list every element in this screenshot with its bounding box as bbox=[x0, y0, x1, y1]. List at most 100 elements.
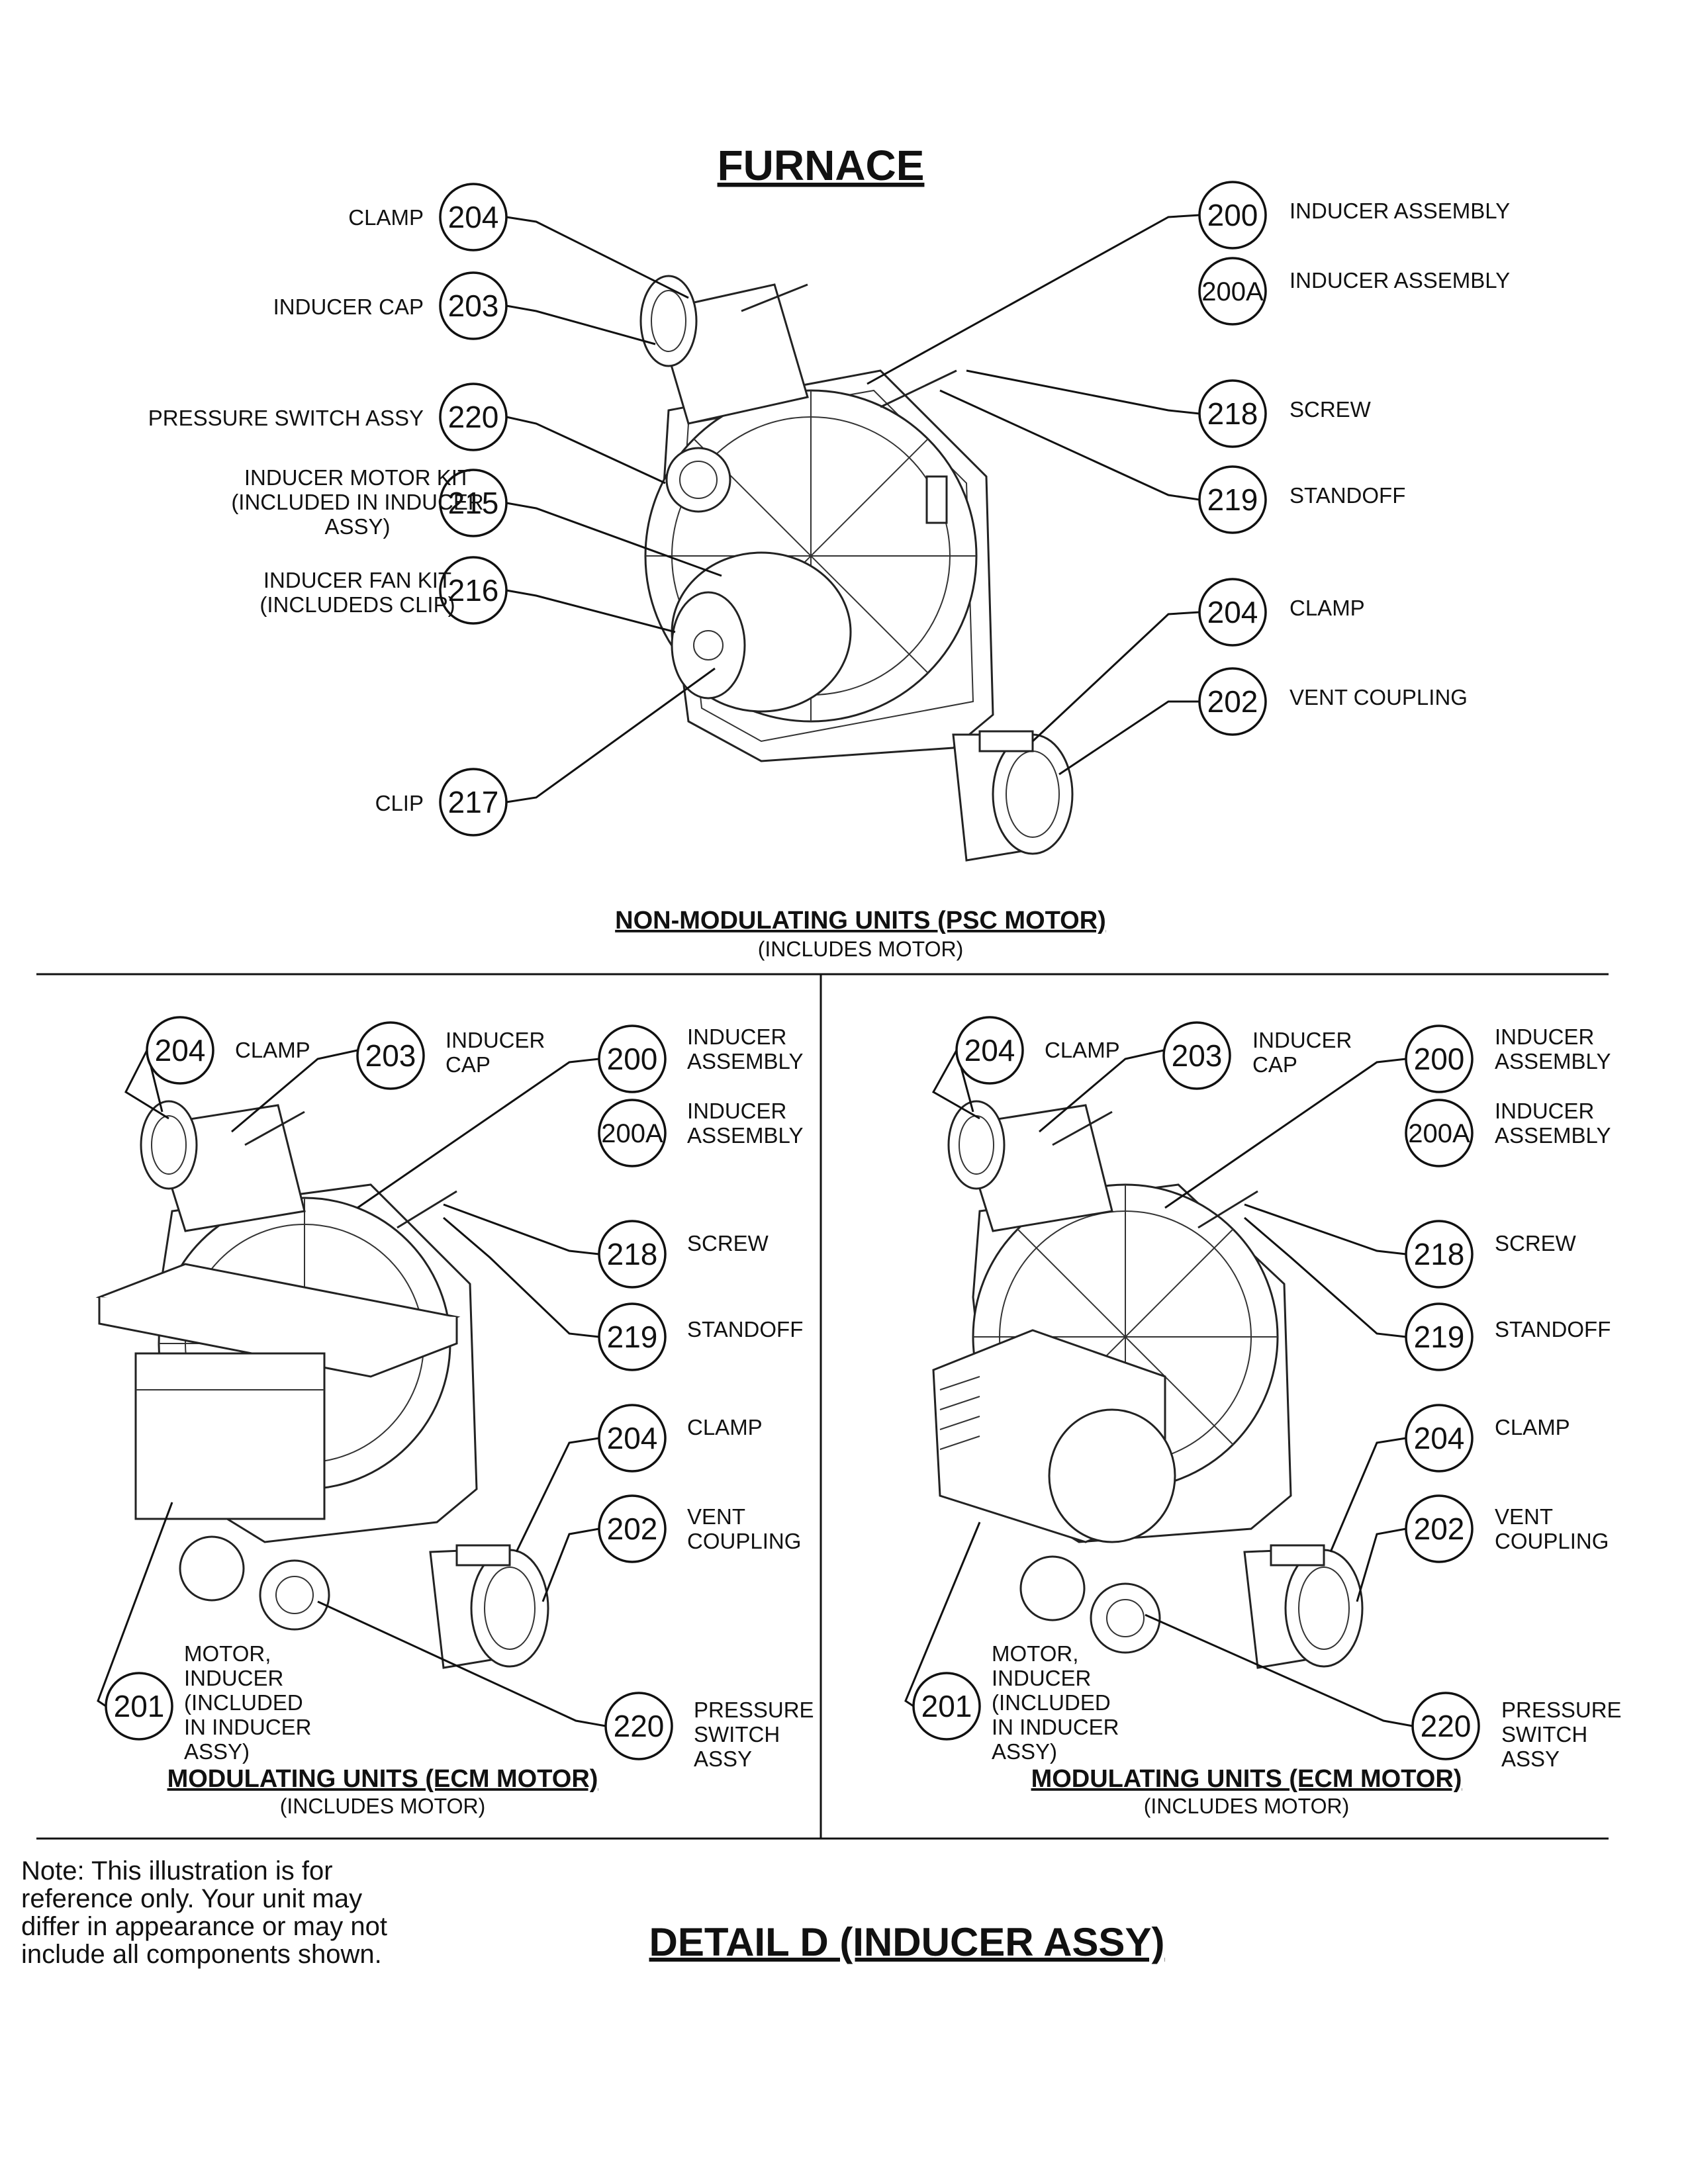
svg-text:SWITCH: SWITCH bbox=[1501, 1722, 1587, 1747]
svg-text:ASSEMBLY: ASSEMBLY bbox=[1495, 1123, 1611, 1148]
svg-text:CLAMP: CLAMP bbox=[1495, 1415, 1570, 1439]
svg-text:ASSEMBLY: ASSEMBLY bbox=[687, 1123, 803, 1148]
svg-text:203: 203 bbox=[448, 289, 499, 323]
callout-218-screw-top: 218 SCREW bbox=[1198, 379, 1372, 448]
svg-text:CLAMP: CLAMP bbox=[235, 1038, 310, 1062]
svg-text:SCREW: SCREW bbox=[1289, 397, 1372, 422]
svg-text:ASSY: ASSY bbox=[694, 1747, 752, 1771]
svg-text:ASSY): ASSY) bbox=[324, 514, 390, 539]
callout-220-pressure-switch-right: 220 PRESSURE SWITCH ASSY bbox=[1411, 1692, 1622, 1771]
callout-200-inducer-assembly-top: 200 INDUCER ASSEMBLY bbox=[1198, 181, 1510, 250]
svg-text:220: 220 bbox=[1421, 1709, 1472, 1743]
svg-text:VENT: VENT bbox=[687, 1504, 745, 1529]
svg-text:218: 218 bbox=[607, 1237, 658, 1271]
callout-217-clip-top: 217 CLIP bbox=[375, 768, 508, 837]
svg-text:200A: 200A bbox=[1408, 1119, 1470, 1148]
svg-text:204: 204 bbox=[607, 1421, 658, 1455]
callout-202-vent-coupling-right: 202 VENT COUPLING bbox=[1405, 1494, 1609, 1563]
furnace-title: FURNACE bbox=[718, 142, 925, 189]
svg-text:INDUCER: INDUCER bbox=[687, 1024, 786, 1049]
svg-text:215: 215 bbox=[448, 486, 499, 520]
callout-204-clamp-right-lower: 204 CLAMP bbox=[1405, 1404, 1570, 1473]
section-title-bottom-left: MODULATING UNITS (ECM MOTOR) bbox=[167, 1765, 598, 1793]
callouts-bottom-left: 204 CLAMP 203 INDUCER CAP 200 INDUCER AS… bbox=[105, 1016, 814, 1771]
svg-text:PRESSURE SWITCH ASSY: PRESSURE SWITCH ASSY bbox=[148, 406, 424, 430]
svg-text:(INCLUDED: (INCLUDED bbox=[992, 1690, 1111, 1715]
svg-text:200A: 200A bbox=[1201, 277, 1264, 306]
callout-203-inducer-cap-left: 203 INDUCER CAP bbox=[356, 1021, 545, 1090]
svg-text:217: 217 bbox=[448, 785, 499, 819]
section-subtitle-top: (INCLUDES MOTOR) bbox=[758, 937, 964, 961]
leader-lines bbox=[97, 214, 1413, 1727]
callout-204-clamp-top-right: 204 CLAMP bbox=[1198, 578, 1365, 647]
callout-204-clamp-left-lower: 204 CLAMP bbox=[598, 1404, 763, 1473]
callout-204-clamp-left: 204 CLAMP bbox=[146, 1016, 310, 1085]
svg-text:COUPLING: COUPLING bbox=[1495, 1529, 1609, 1553]
svg-text:SCREW: SCREW bbox=[1495, 1231, 1577, 1255]
svg-text:INDUCER: INDUCER bbox=[445, 1028, 545, 1052]
svg-text:PRESSURE: PRESSURE bbox=[1501, 1698, 1622, 1722]
svg-text:218: 218 bbox=[1207, 396, 1258, 431]
svg-text:219: 219 bbox=[1207, 482, 1258, 517]
svg-text:200A: 200A bbox=[601, 1119, 663, 1148]
svg-text:ASSEMBLY: ASSEMBLY bbox=[1495, 1049, 1611, 1073]
callout-202-vent-coupling-top: 202 VENT COUPLING bbox=[1198, 667, 1468, 736]
section-subtitle-bottom-left: (INCLUDES MOTOR) bbox=[280, 1794, 486, 1818]
svg-text:ASSEMBLY: ASSEMBLY bbox=[687, 1049, 803, 1073]
callouts-bottom-right: 204 CLAMP 203 INDUCER CAP 200 INDUCER AS… bbox=[912, 1016, 1622, 1771]
svg-text:INDUCER: INDUCER bbox=[687, 1099, 786, 1123]
svg-text:(INCLUDED: (INCLUDED bbox=[184, 1690, 303, 1715]
svg-text:INDUCER FAN KIT: INDUCER FAN KIT bbox=[263, 568, 451, 592]
svg-text:CLAMP: CLAMP bbox=[1045, 1038, 1120, 1062]
svg-text:200: 200 bbox=[607, 1042, 658, 1076]
svg-text:INDUCER: INDUCER bbox=[1495, 1024, 1594, 1049]
svg-text:204: 204 bbox=[1207, 595, 1258, 629]
callout-218-screw-left: 218 SCREW bbox=[598, 1220, 769, 1289]
svg-text:220: 220 bbox=[448, 400, 499, 434]
callout-215-inducer-motor-kit-top: 215 INDUCER MOTOR KIT (INCLUDED IN INDUC… bbox=[231, 465, 508, 539]
svg-text:219: 219 bbox=[607, 1320, 658, 1354]
svg-text:219: 219 bbox=[1414, 1320, 1465, 1354]
svg-text:INDUCER CAP: INDUCER CAP bbox=[273, 295, 424, 319]
svg-text:STANDOFF: STANDOFF bbox=[1495, 1317, 1611, 1342]
svg-text:201: 201 bbox=[921, 1689, 972, 1723]
svg-text:202: 202 bbox=[607, 1512, 658, 1546]
svg-text:203: 203 bbox=[1172, 1038, 1223, 1073]
svg-text:STANDOFF: STANDOFF bbox=[1289, 483, 1405, 508]
ecm-inducer-illustration-left bbox=[95, 1100, 549, 1669]
svg-text:(INCLUDEDS CLIP): (INCLUDEDS CLIP) bbox=[259, 592, 455, 617]
callout-200-inducer-assembly-right: 200 INDUCER ASSEMBLY bbox=[1405, 1024, 1611, 1093]
svg-text:200: 200 bbox=[1207, 198, 1258, 232]
svg-text:INDUCER: INDUCER bbox=[1252, 1028, 1352, 1052]
detail-title: DETAIL D (INDUCER ASSY) bbox=[649, 1920, 1165, 1964]
ecm-inducer-illustration-right bbox=[932, 1100, 1364, 1669]
callout-220-pressure-switch-left: 220 PRESSURE SWITCH ASSY bbox=[604, 1692, 814, 1771]
svg-text:MOTOR,: MOTOR, bbox=[992, 1641, 1078, 1666]
svg-text:IN INDUCER: IN INDUCER bbox=[184, 1715, 312, 1739]
svg-text:INDUCER MOTOR KIT: INDUCER MOTOR KIT bbox=[244, 465, 471, 490]
svg-text:202: 202 bbox=[1207, 684, 1258, 719]
svg-text:CLAMP: CLAMP bbox=[1289, 596, 1365, 620]
svg-text:CLAMP: CLAMP bbox=[348, 205, 424, 230]
svg-text:include all components shown.: include all components shown. bbox=[21, 1940, 382, 1969]
svg-text:202: 202 bbox=[1414, 1512, 1465, 1546]
svg-text:SCREW: SCREW bbox=[687, 1231, 769, 1255]
callout-218-screw-right: 218 SCREW bbox=[1405, 1220, 1577, 1289]
svg-text:INDUCER: INDUCER bbox=[184, 1666, 283, 1690]
callouts-top: 204 CLAMP 203 INDUCER CAP 220 PRESSURE S… bbox=[148, 181, 1510, 837]
svg-text:INDUCER ASSEMBLY: INDUCER ASSEMBLY bbox=[1289, 268, 1510, 293]
svg-text:SWITCH: SWITCH bbox=[694, 1722, 780, 1747]
section-title-top: NON-MODULATING UNITS (PSC MOTOR) bbox=[615, 907, 1106, 934]
callout-219-standoff-top: 219 STANDOFF bbox=[1198, 465, 1405, 534]
reference-note: Note: This illustration is for reference… bbox=[21, 1856, 387, 1969]
svg-text:CLIP: CLIP bbox=[375, 791, 424, 815]
svg-text:CAP: CAP bbox=[1252, 1052, 1297, 1077]
svg-text:ASSY: ASSY bbox=[1501, 1747, 1560, 1771]
svg-text:216: 216 bbox=[448, 573, 499, 608]
callout-204-clamp-right: 204 CLAMP bbox=[955, 1016, 1120, 1085]
callout-200a-inducer-assembly-left: 200A INDUCER ASSEMBLY bbox=[598, 1099, 803, 1167]
svg-text:200: 200 bbox=[1414, 1042, 1465, 1076]
callout-219-standoff-left: 219 STANDOFF bbox=[598, 1302, 803, 1371]
callout-202-vent-coupling-left: 202 VENT COUPLING bbox=[598, 1494, 801, 1563]
callout-201-motor-inducer-left: 201 MOTOR, INDUCER (INCLUDED IN INDUCER … bbox=[105, 1641, 312, 1764]
